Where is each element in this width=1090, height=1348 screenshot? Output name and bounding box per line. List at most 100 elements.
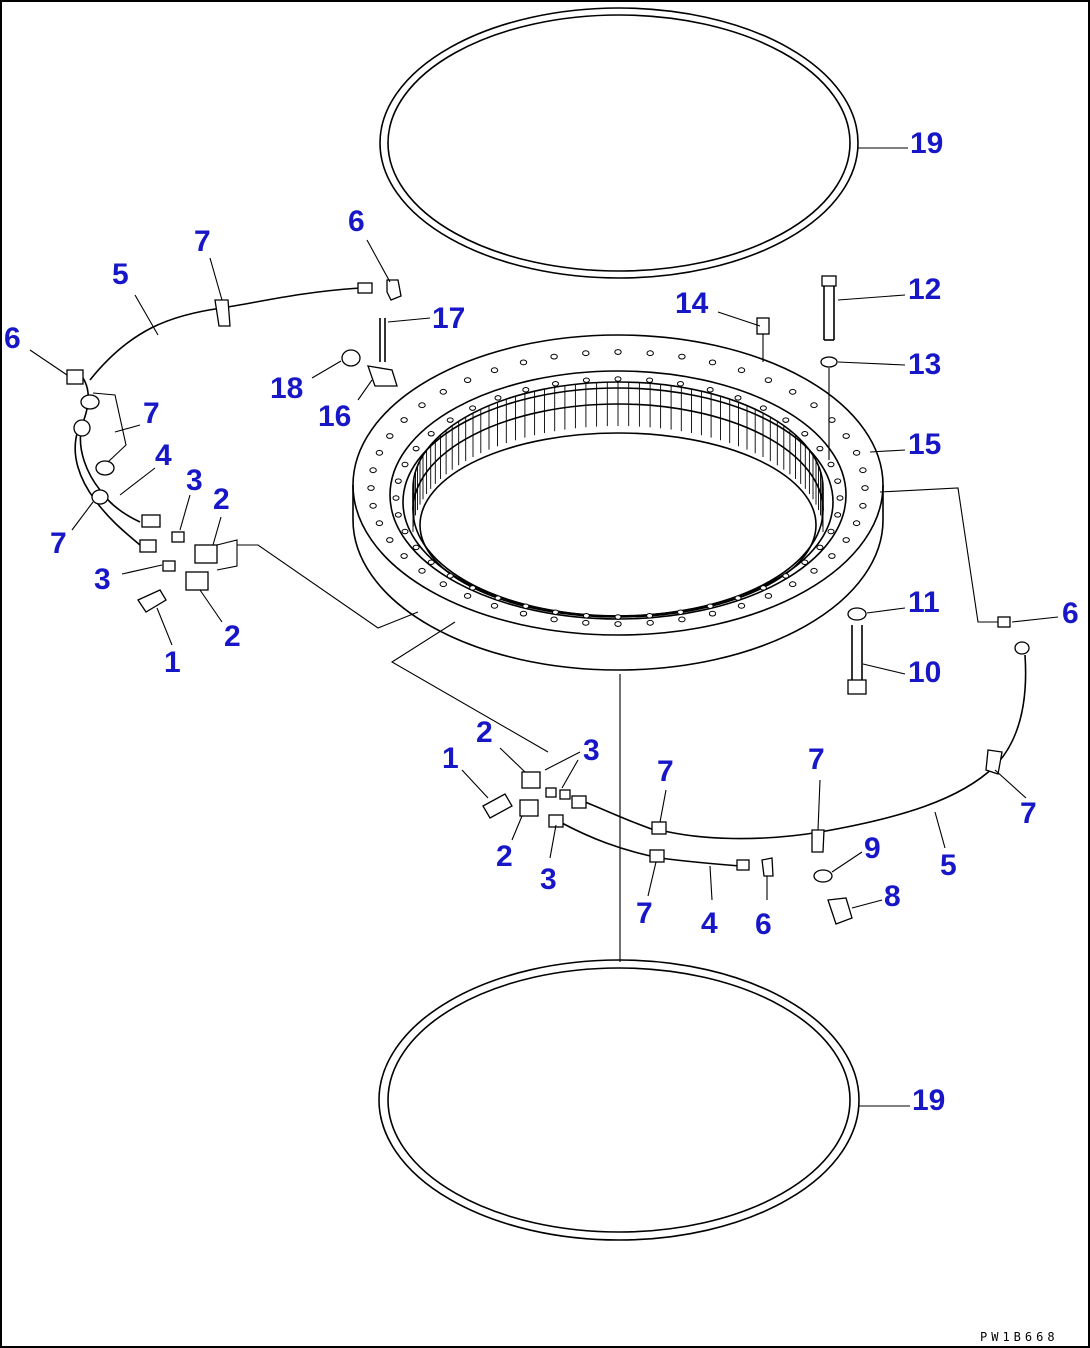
- bolt-hole: [446, 417, 454, 423]
- bolt-hole: [614, 349, 622, 355]
- bolt-hole: [782, 573, 790, 579]
- callout-17: 17: [432, 302, 465, 335]
- bolt-hole: [842, 537, 850, 543]
- callout-6-bottom: 6: [755, 908, 772, 941]
- bolt-hole: [646, 350, 654, 357]
- bolt-hole: [759, 585, 767, 591]
- bolt-hole: [400, 553, 408, 559]
- bolt-hole: [552, 381, 559, 387]
- bolt-hole: [737, 602, 746, 609]
- bolt-hole: [801, 559, 809, 566]
- callout-11: 11: [908, 586, 940, 619]
- bolt-hole: [828, 417, 836, 423]
- bolt-hole: [582, 613, 590, 619]
- callout-4-left: 4: [155, 439, 172, 472]
- seal-ring-bottom: [378, 959, 860, 1241]
- bolt-hole: [582, 619, 590, 626]
- bolt-hole: [834, 512, 842, 518]
- bolt-hole: [836, 495, 844, 501]
- callout-19-bottom: 19: [912, 1084, 945, 1117]
- bolt-hole: [469, 405, 477, 411]
- callout-6-right: 6: [1062, 597, 1079, 630]
- bolt-hole: [394, 478, 402, 484]
- bolt-hole: [427, 430, 435, 437]
- swing-circle-bearing: [352, 334, 884, 671]
- bolt-hole: [614, 376, 622, 382]
- callout-19-top: 19: [910, 127, 943, 160]
- bolt-hole: [582, 377, 590, 383]
- callout-4-bottom: 4: [701, 907, 718, 940]
- callout-6-top: 6: [348, 205, 365, 238]
- bolt-hole: [708, 610, 717, 617]
- callout-5-left: 5: [112, 258, 129, 291]
- callout-7-bottom-c: 7: [808, 743, 825, 776]
- callout-10: 10: [908, 656, 941, 689]
- callout-2-bottom-a: 2: [476, 716, 493, 749]
- bolt-hole: [646, 377, 654, 383]
- bolt-hole: [519, 359, 528, 366]
- bolt-hole: [677, 381, 684, 387]
- bolt-hole: [834, 478, 842, 484]
- bolt-hole: [394, 512, 402, 518]
- bolt-hole: [646, 613, 654, 619]
- drawing-code: PW1B668: [980, 1330, 1059, 1344]
- callout-leaders: [29, 147, 1059, 1107]
- callout-3-bottom-b: 3: [540, 863, 557, 896]
- bolt-hole: [392, 495, 400, 501]
- bolt-hole: [369, 502, 377, 509]
- callout-3-bottom-a: 3: [583, 734, 600, 767]
- bolt-hole: [522, 603, 530, 609]
- internal-gear-teeth: [412, 382, 824, 532]
- callout-2-bottom-b: 2: [496, 840, 513, 873]
- bolt-hole: [550, 616, 558, 623]
- grease-piping-right: [659, 616, 1030, 853]
- bolt-hole: [678, 616, 686, 623]
- bolt-hole: [782, 417, 790, 423]
- callout-9: 9: [864, 832, 881, 865]
- bolt-hole: [828, 553, 836, 559]
- bolt-hole: [490, 367, 499, 374]
- bolt-hole: [706, 387, 714, 393]
- grease-piping-left: [66, 279, 402, 613]
- bolt-stack-right: [756, 275, 867, 695]
- bolt-hole: [737, 367, 746, 374]
- bolt-hole: [469, 585, 477, 591]
- bolt-hole: [842, 433, 850, 439]
- callout-2-left-b: 2: [224, 620, 241, 653]
- callout-1-bottom: 1: [442, 742, 459, 775]
- callout-1-left: 1: [164, 646, 181, 679]
- bolt-hole: [522, 387, 530, 393]
- bolt-hole: [734, 395, 742, 401]
- callout-18: 18: [270, 372, 303, 405]
- callout-8: 8: [884, 880, 901, 913]
- bolt-hole: [789, 388, 797, 395]
- bolt-hole: [827, 528, 835, 535]
- callout-7-top: 7: [194, 225, 211, 258]
- callout-13: 13: [908, 348, 941, 381]
- bolt-hole: [375, 520, 384, 527]
- bearing-accessories-top-left: [341, 318, 398, 387]
- bolt-hole: [677, 609, 684, 615]
- bolt-hole: [852, 520, 861, 527]
- bolt-hole: [852, 449, 861, 456]
- bolt-hole: [401, 528, 409, 535]
- bolt-hole: [418, 402, 426, 409]
- bolt-hole: [789, 581, 797, 588]
- bolt-hole: [810, 402, 818, 409]
- bolt-hole: [859, 502, 867, 509]
- callout-3-left-b: 3: [94, 563, 111, 596]
- callout-16: 16: [318, 400, 351, 433]
- bolt-hole: [708, 359, 717, 366]
- bolt-hole: [859, 467, 867, 474]
- callout-3-left-a: 3: [186, 464, 203, 497]
- bolt-hole: [827, 461, 835, 468]
- bolt-hole: [490, 602, 499, 609]
- bolt-hole: [418, 567, 426, 574]
- bolt-hole: [582, 350, 590, 357]
- leader-left-assembly: [237, 544, 419, 629]
- bolt-hole: [678, 353, 686, 360]
- bolt-hole: [400, 417, 408, 423]
- grease-piping-bottom: [482, 771, 853, 925]
- bolt-hole: [412, 445, 420, 452]
